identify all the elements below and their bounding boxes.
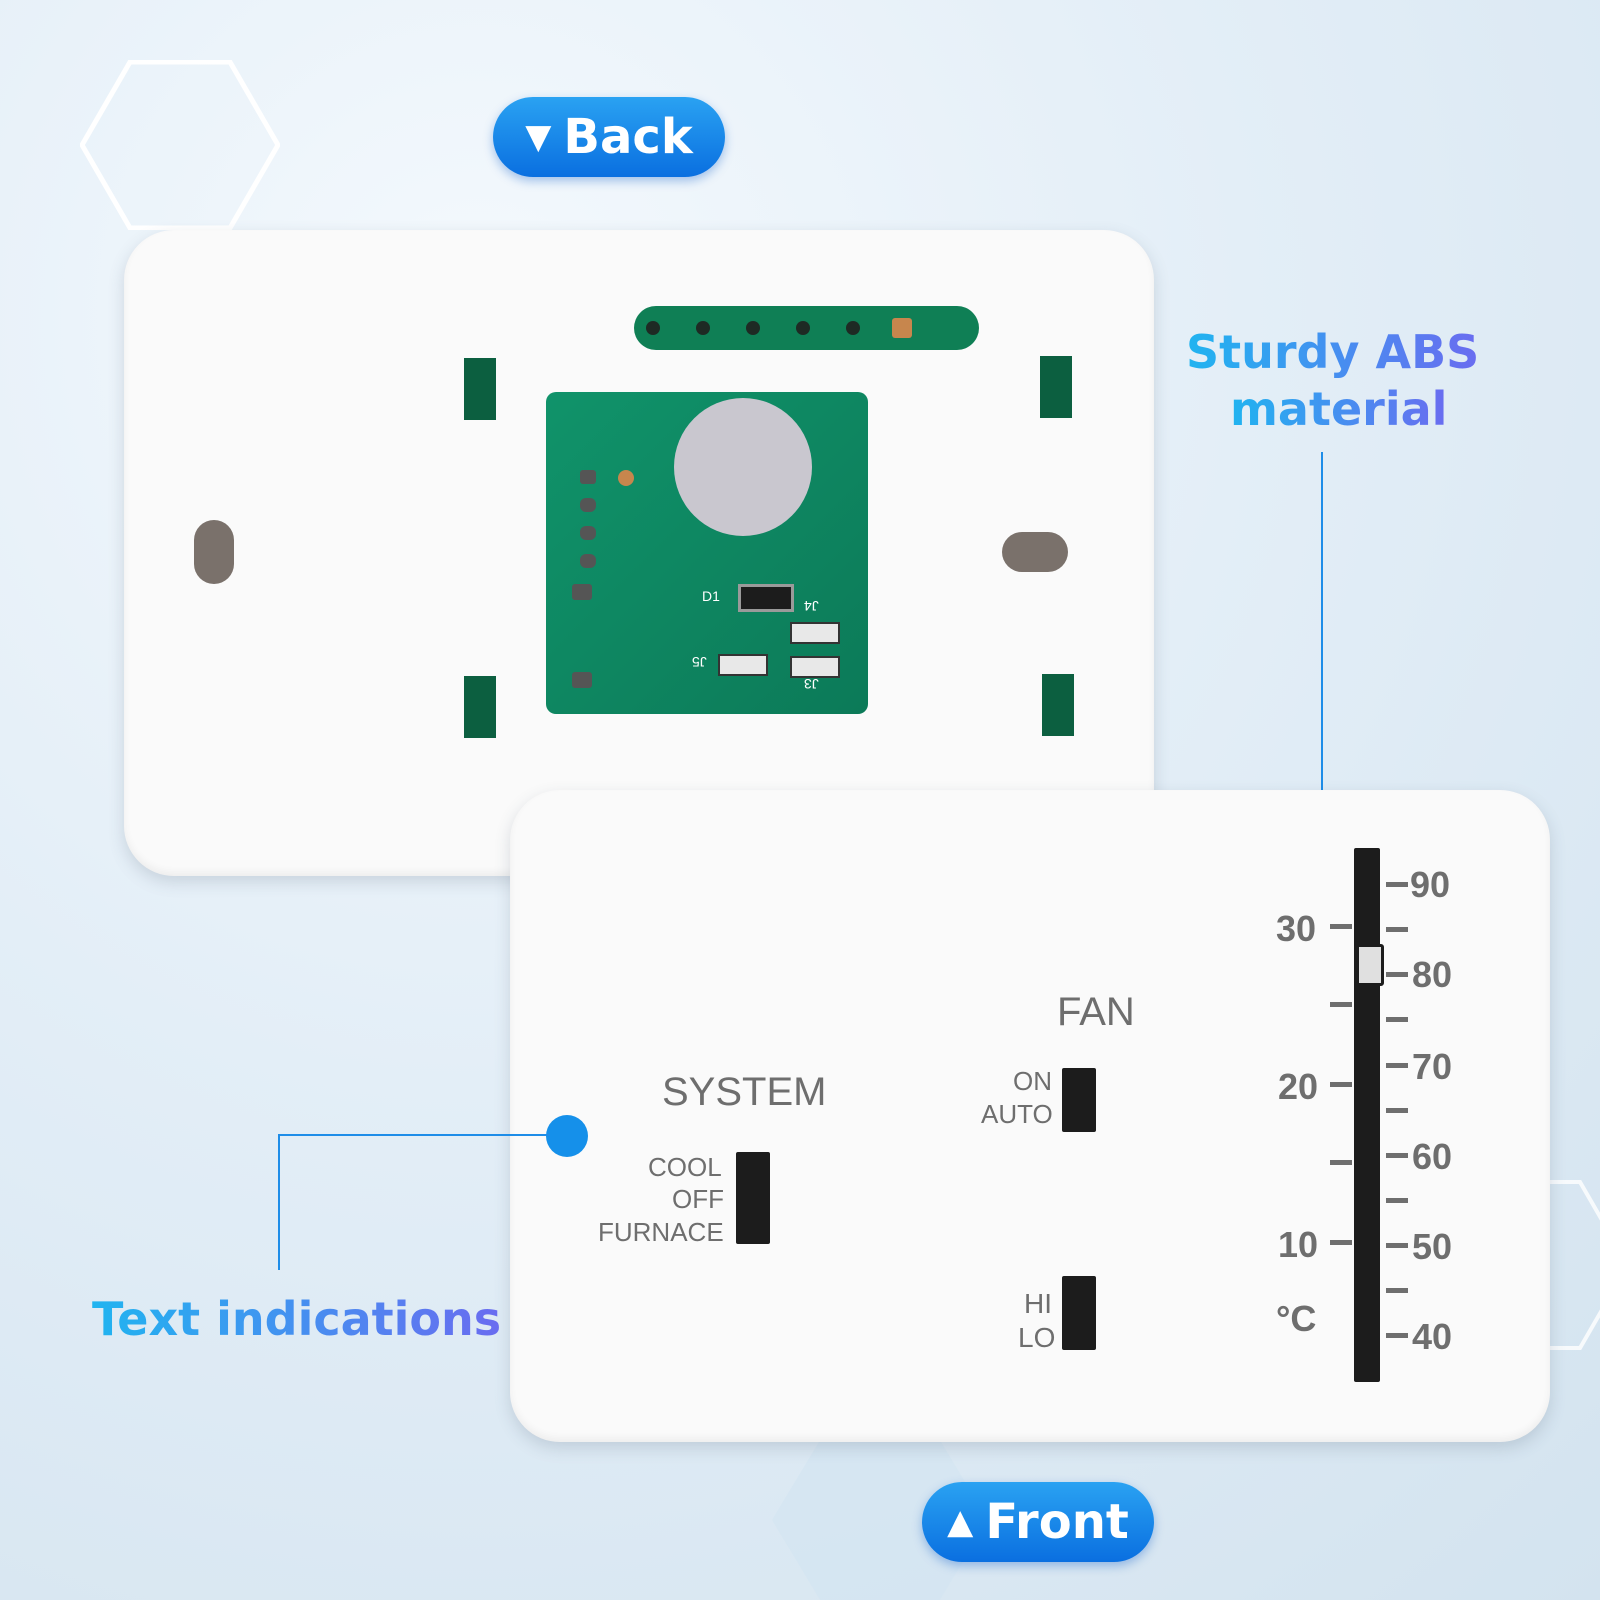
system-switch[interactable] <box>736 1152 770 1244</box>
scale-tick <box>1386 1108 1408 1113</box>
jumper <box>718 654 768 676</box>
fan-option-auto: AUTO <box>981 1099 1053 1129</box>
scale-tick <box>1386 1063 1408 1068</box>
back-badge: ▼ Back <box>493 97 725 177</box>
front-badge: ▲ Front <box>922 1482 1154 1562</box>
front-plate: SYSTEM COOL OFF FURNACE FAN ON AUTO HI L… <box>510 790 1550 1442</box>
material-callout-line2: material <box>1230 382 1448 436</box>
fan-option-on: ON <box>1013 1066 1052 1096</box>
pcb-label-j5: J5 <box>692 654 707 670</box>
scale-tick <box>1386 927 1408 932</box>
fan-switch[interactable] <box>1062 1068 1096 1132</box>
terminal-screw <box>746 321 760 335</box>
clip-slot <box>464 358 496 420</box>
temperature-track <box>1354 848 1380 1382</box>
jumper <box>790 622 840 644</box>
solder-pad <box>580 554 596 568</box>
pcb-label-d1: D1 <box>702 588 720 604</box>
board-hole <box>674 398 812 536</box>
jumper <box>790 656 840 678</box>
pcb-label-j4: J4 <box>804 598 819 614</box>
mounting-hole <box>194 520 234 584</box>
solder-pad <box>580 526 596 540</box>
celsius-30: 30 <box>1276 908 1317 949</box>
solder-pad <box>572 672 592 688</box>
terminal-screw <box>846 321 860 335</box>
fahrenheit-50: 50 <box>1412 1226 1453 1267</box>
front-label: Front <box>985 1494 1129 1550</box>
solder-pad <box>580 470 596 484</box>
hexagon-decoration <box>80 60 280 230</box>
text-callout-line-h <box>278 1134 550 1136</box>
fahrenheit-90: 90 <box>1410 864 1451 905</box>
clip-slot <box>1042 674 1074 736</box>
mounting-hole <box>1002 532 1068 572</box>
text-callout-line-v <box>278 1134 280 1270</box>
circuit-board: D1 J4 J5 J3 <box>546 392 868 714</box>
temperature-slider-knob[interactable] <box>1356 944 1384 986</box>
scale-tick <box>1386 882 1408 887</box>
solder-pad <box>580 498 596 512</box>
material-callout-line1: Sturdy ABS <box>1186 325 1480 379</box>
hexagon-decoration <box>772 1432 988 1600</box>
scale-tick <box>1330 924 1352 929</box>
scale-tick <box>1386 972 1408 977</box>
scale-tick <box>1330 1240 1352 1245</box>
terminal-screw <box>646 321 660 335</box>
terminal-screw <box>696 321 710 335</box>
scale-tick <box>1330 1160 1352 1165</box>
diode <box>738 584 794 612</box>
scale-tick <box>1386 1243 1408 1248</box>
pcb-label-j3: J3 <box>804 676 819 692</box>
celsius-20: 20 <box>1278 1066 1319 1107</box>
system-option-off: OFF <box>672 1184 724 1214</box>
scale-tick <box>1386 1333 1408 1338</box>
terminal-pad <box>892 318 912 338</box>
speed-option-hi: HI <box>1024 1288 1052 1319</box>
speed-option-lo: LO <box>1018 1322 1056 1353</box>
scale-tick <box>1330 1002 1352 1007</box>
test-pad <box>618 470 634 486</box>
fahrenheit-40: 40 <box>1412 1316 1453 1357</box>
scale-tick <box>1386 1288 1408 1293</box>
system-title: SYSTEM <box>662 1070 827 1114</box>
clip-slot <box>1040 356 1072 418</box>
triangle-up-icon: ▲ <box>947 1502 974 1542</box>
text-callout-dot <box>546 1115 588 1157</box>
solder-pad <box>572 584 592 600</box>
text-callout: Text indications <box>92 1292 502 1346</box>
scale-tick <box>1330 1082 1352 1087</box>
back-plate: D1 J4 J5 J3 <box>124 230 1154 876</box>
fan-title: FAN <box>1057 990 1135 1034</box>
fahrenheit-70: 70 <box>1412 1046 1453 1087</box>
terminal-strip <box>634 306 979 350</box>
clip-slot <box>464 676 496 738</box>
scale-tick <box>1386 1198 1408 1203</box>
scale-tick <box>1386 1017 1408 1022</box>
celsius-unit: °C <box>1276 1298 1317 1339</box>
triangle-down-icon: ▼ <box>525 117 552 157</box>
scale-tick <box>1386 1153 1408 1158</box>
fahrenheit-60: 60 <box>1412 1136 1453 1177</box>
system-option-cool: COOL <box>648 1152 722 1182</box>
back-label: Back <box>563 109 693 165</box>
system-option-furnace: FURNACE <box>598 1217 724 1247</box>
terminal-screw <box>796 321 810 335</box>
celsius-10: 10 <box>1278 1224 1319 1265</box>
fahrenheit-80: 80 <box>1412 954 1453 995</box>
speed-switch[interactable] <box>1062 1276 1096 1350</box>
material-callout-line <box>1321 452 1323 827</box>
